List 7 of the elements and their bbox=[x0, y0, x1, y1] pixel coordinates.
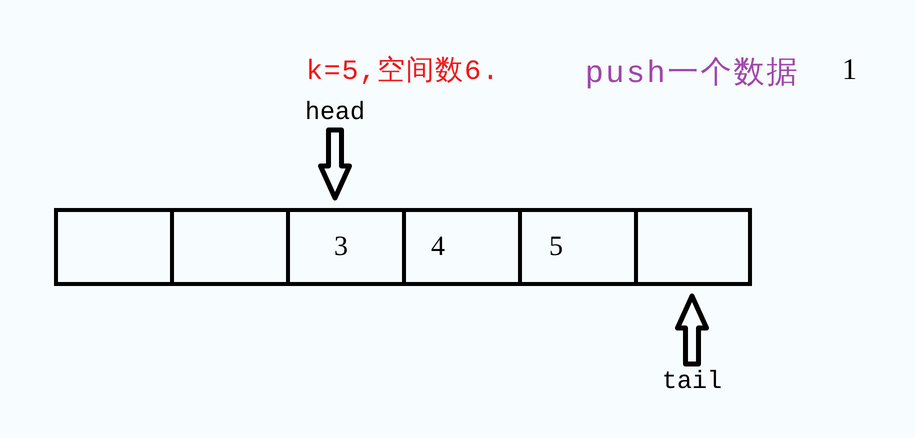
block-arrow bbox=[318, 128, 352, 200]
value-text: 1 bbox=[842, 53, 857, 87]
annotation-text: push一个数据 bbox=[585, 56, 800, 93]
pointer-label: tail bbox=[662, 367, 722, 396]
block-arrow bbox=[675, 294, 709, 366]
pointer-label: head bbox=[305, 98, 366, 127]
annotation-text: k=5,空间数6. bbox=[306, 54, 500, 89]
